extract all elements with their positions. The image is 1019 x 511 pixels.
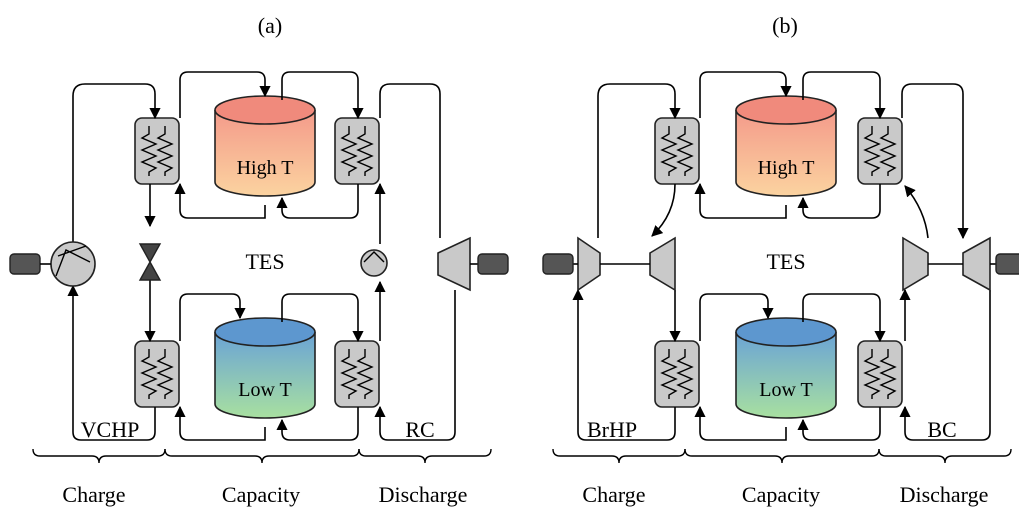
hx-b-bottom-left <box>654 340 700 408</box>
section-b-discharge: Discharge <box>900 482 989 507</box>
tes-a-label: TES <box>245 249 284 274</box>
pump-a <box>360 249 388 277</box>
section-a-charge: Charge <box>62 482 125 507</box>
pipes-a-storage <box>174 71 364 441</box>
section-a-capacity: Capacity <box>222 482 300 507</box>
compressor-a <box>50 241 96 287</box>
hx-a-bottom-right <box>334 340 380 408</box>
vchp-cycle: VCHP <box>9 83 162 442</box>
expansion-valve-a <box>138 243 162 281</box>
motor-a-right <box>477 253 509 275</box>
cycle-a-right-label: RC <box>405 417 434 442</box>
hx-a-bottom-left <box>134 340 180 408</box>
panel-b-label: (b) <box>772 13 798 38</box>
panel-a-label: (a) <box>258 13 282 38</box>
tank-a-high-label: High T <box>237 157 294 179</box>
hx-a-top-left <box>134 117 180 185</box>
hx-a-top-right <box>334 117 380 185</box>
hx-b-top-right <box>857 117 903 185</box>
panel-b: (b) High T Low T TES <box>542 13 1019 507</box>
panel-a: (a) High T Low T TES <box>9 13 509 507</box>
tank-b-low <box>735 317 837 419</box>
turbine-b-left <box>649 236 676 292</box>
tank-a-low-label: Low T <box>238 379 292 401</box>
hx-b-bottom-right <box>857 340 903 408</box>
turbine-a <box>437 236 471 292</box>
tes-b-label: TES <box>766 249 805 274</box>
tank-a-high <box>214 95 316 197</box>
cycle-a-left-label: VCHP <box>81 417 140 442</box>
hx-b-top-left <box>654 117 700 185</box>
rc-cycle: RC <box>360 83 509 442</box>
tank-b-high <box>735 95 837 197</box>
turbine-b-right <box>962 236 991 292</box>
bc-cycle: BC <box>899 83 1019 442</box>
braces-a <box>32 448 492 464</box>
brhp-cycle: BrHP <box>542 83 681 442</box>
section-b-capacity: Capacity <box>742 482 820 507</box>
compressor-b <box>577 236 601 292</box>
cycle-b-left-label: BrHP <box>587 417 637 442</box>
braces-b <box>552 448 1012 464</box>
tank-b-high-label: High T <box>758 157 815 179</box>
section-a-discharge: Discharge <box>379 482 468 507</box>
section-b-charge: Charge <box>582 482 645 507</box>
cycle-b-right-label: BC <box>927 417 956 442</box>
compressor-b-right <box>902 236 929 292</box>
motor-b-left <box>542 253 574 275</box>
pipes-b-storage <box>694 71 886 441</box>
motor-a-left <box>9 253 41 275</box>
tank-b-low-label: Low T <box>759 379 813 401</box>
motor-b-right <box>995 253 1019 275</box>
tank-a-low <box>214 317 316 419</box>
